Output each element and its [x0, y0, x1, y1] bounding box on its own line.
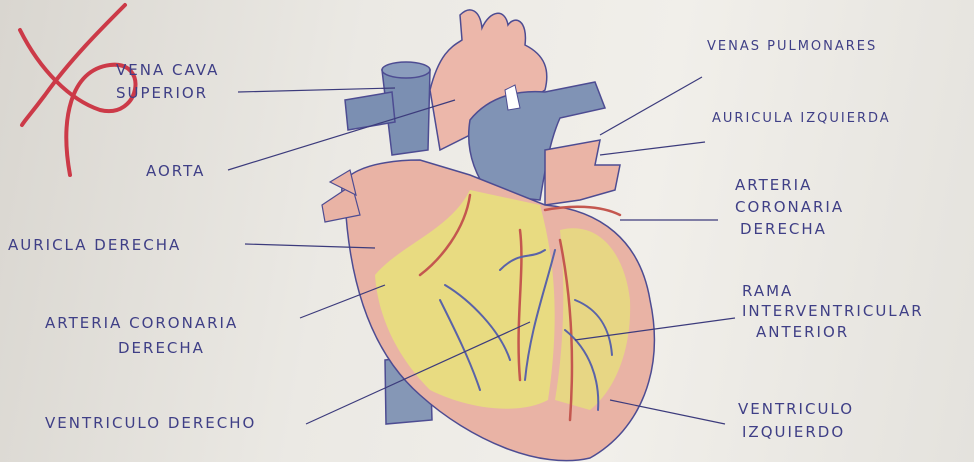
label-rama-anterior: ANTERIOR — [756, 323, 849, 341]
label-arteria-coronaria-right-2: CORONARIA — [735, 198, 844, 216]
label-rama-interventricular: INTERVENTRICULAR — [742, 302, 924, 320]
label-vena-cava: VENA CAVA — [116, 61, 219, 79]
left-atrium-shape — [545, 140, 620, 205]
label-ventriculo-izquierdo-1: VENTRICULO — [738, 400, 854, 418]
label-auricula-derecha: AURICLA DERECHA — [8, 236, 181, 254]
label-ventriculo-izquierdo-2: IZQUIERDO — [742, 423, 845, 441]
label-ventriculo-derecho: VENTRICULO DERECHO — [45, 414, 256, 432]
label-rama: RAMA — [742, 282, 793, 300]
label-aorta: AORTA — [146, 162, 205, 180]
label-arteria-coronaria-right-1: ARTERIA — [735, 176, 812, 194]
label-arteria-coronaria-left: ARTERIA CORONARIA — [45, 314, 238, 332]
label-arteria-coronaria-left-derecha: DERECHA — [118, 339, 205, 357]
label-arteria-coronaria-right-3: DERECHA — [740, 220, 827, 238]
label-auricula-izquierda: AURICULA IZQUIERDA — [712, 110, 891, 128]
label-vena-cava-superior: SUPERIOR — [116, 84, 208, 102]
superior-vena-cava-shape — [345, 62, 430, 155]
label-venas-pulmonares: VENAS PULMONARES — [707, 38, 877, 56]
